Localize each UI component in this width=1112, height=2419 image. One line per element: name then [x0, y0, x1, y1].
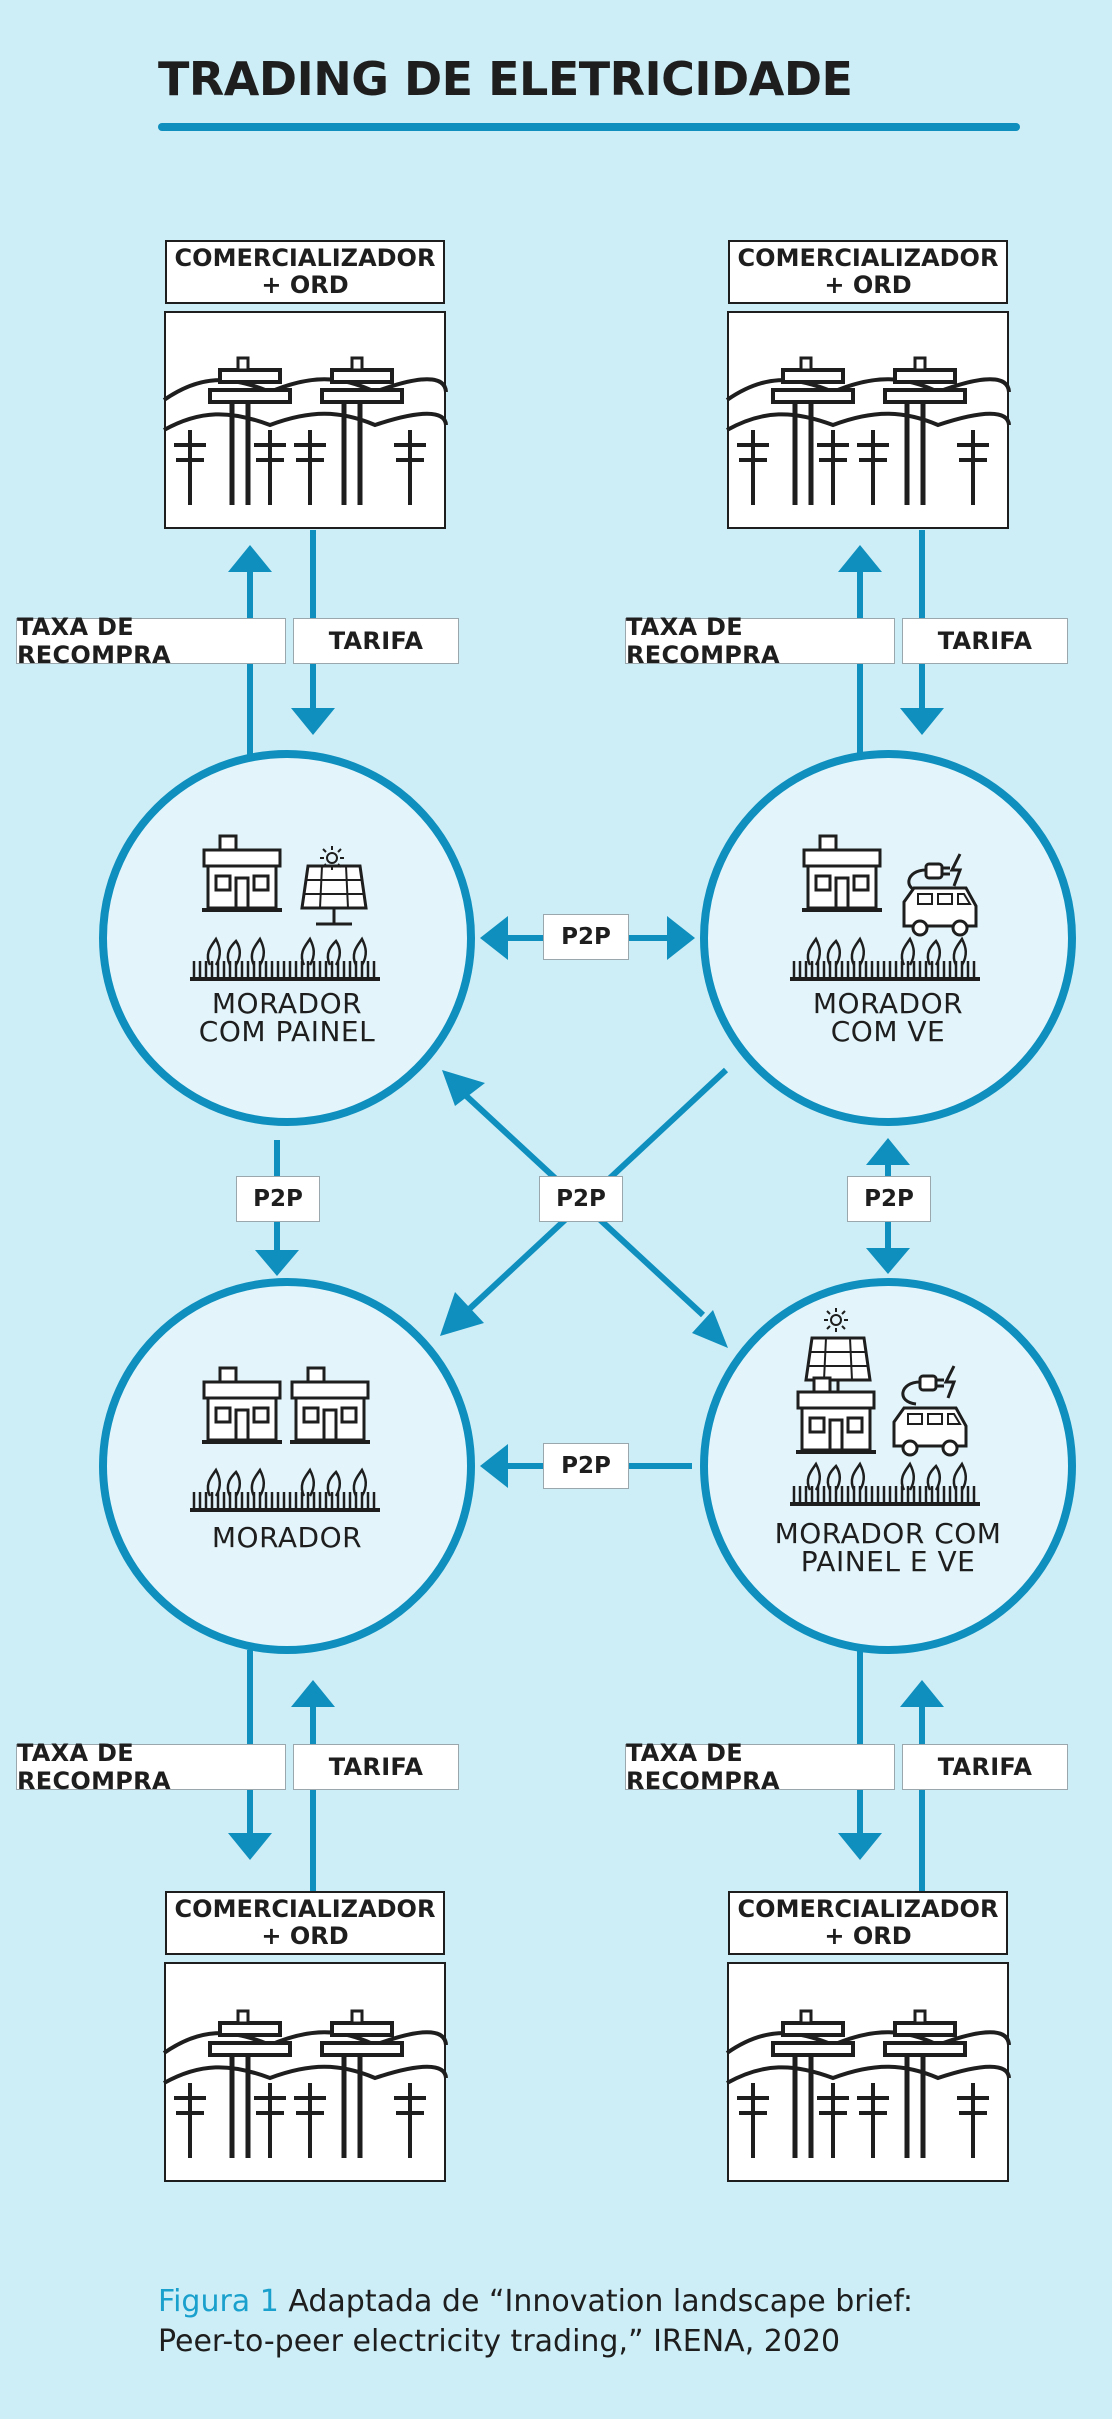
node-label-line: MORADOR [211, 1521, 363, 1554]
arrowhead-tr-buyback [838, 545, 882, 572]
supplier-top-left-label: COMERCIALIZADOR+ ORD [165, 240, 445, 304]
arrowhead-tl-buyback [228, 545, 272, 572]
arrowhead-diag-panelev [692, 1310, 728, 1348]
supplier-role: + ORD [261, 1922, 349, 1950]
arrowhead-p2p-left [255, 1250, 299, 1276]
label-tr-buyback: TAXA DE RECOMPRA [625, 613, 895, 669]
node-label-line: COM VE [830, 1015, 946, 1048]
p2p-label-right: P2P [847, 1176, 931, 1222]
p2p-label-left: P2P [236, 1176, 320, 1222]
arrowhead-p2p-top-left [480, 916, 508, 960]
arrowhead-diag-panel [442, 1070, 485, 1106]
label-bl-buyback: TAXA DE RECOMPRA [16, 1739, 286, 1795]
node-resident-label: MORADOR [147, 1524, 427, 1552]
p2p-label-top: P2P [543, 914, 629, 960]
supplier-name: COMERCIALIZADOR [737, 244, 999, 272]
supplier-bottom-left-grid [164, 1962, 446, 2182]
label-tr-tariff: TARIFA [902, 618, 1068, 664]
arrowhead-p2p-right-down [866, 1248, 910, 1274]
arrowhead-p2p-top-right [667, 916, 695, 960]
arrowhead-diag-resident [440, 1292, 484, 1336]
arrowhead-bl-buyback [228, 1833, 272, 1860]
arrowhead-p2p-right-up [866, 1138, 910, 1165]
caption-figure-number: Figura 1 [158, 2284, 279, 2319]
supplier-bottom-left-label: COMERCIALIZADOR+ ORD [165, 1891, 445, 1955]
supplier-top-left-grid [164, 311, 446, 529]
p2p-label-bottom: P2P [543, 1443, 629, 1489]
node-label-line: MORADOR [812, 987, 964, 1020]
node-ev-circle [700, 750, 1076, 1126]
supplier-role: + ORD [261, 271, 349, 299]
arrowhead-br-tariff [900, 1680, 944, 1707]
node-ev-label: MORADOR COM VE [748, 990, 1028, 1046]
node-label-line: COM PAINEL [198, 1015, 376, 1048]
node-panel-ev-label: MORADOR COM PAINEL E VE [738, 1520, 1038, 1576]
node-label-line: MORADOR [211, 987, 363, 1020]
arrowhead-p2p-bottom [480, 1444, 508, 1488]
node-panel-label: MORADOR COM PAINEL [147, 990, 427, 1046]
figure-caption: Figura 1 Adaptada de “Innovation landsca… [158, 2282, 913, 2362]
supplier-role: + ORD [824, 271, 912, 299]
label-br-buyback: TAXA DE RECOMPRA [625, 1739, 895, 1795]
supplier-name: COMERCIALIZADOR [174, 1895, 436, 1923]
label-tl-buyback: TAXA DE RECOMPRA [16, 613, 286, 669]
arrowhead-tl-tariff [291, 708, 335, 735]
node-label-line: MORADOR COM [774, 1517, 1002, 1550]
title-underline [158, 123, 1020, 131]
label-bl-tariff: TARIFA [293, 1744, 459, 1790]
supplier-top-right-label: COMERCIALIZADOR+ ORD [728, 240, 1008, 304]
supplier-bottom-right-label: COMERCIALIZADOR+ ORD [728, 1891, 1008, 1955]
supplier-top-right-grid [727, 311, 1009, 529]
caption-line-1: Adaptada de “Innovation landscape brief: [288, 2284, 913, 2319]
supplier-name: COMERCIALIZADOR [174, 244, 436, 272]
diagram-title: TRADING DE ELETRICIDADE [158, 52, 853, 106]
node-label-line: PAINEL E VE [800, 1545, 976, 1578]
supplier-name: COMERCIALIZADOR [737, 1895, 999, 1923]
arrowhead-tr-tariff [900, 708, 944, 735]
p2p-label-center: P2P [539, 1176, 623, 1222]
node-panel-ev-circle [700, 1278, 1076, 1654]
node-resident-circle [99, 1278, 475, 1654]
caption-line-2: Peer-to-peer electricity trading,” IRENA… [158, 2324, 841, 2359]
arrowhead-br-buyback [838, 1833, 882, 1860]
supplier-role: + ORD [824, 1922, 912, 1950]
arrowhead-bl-tariff [291, 1680, 335, 1707]
label-br-tariff: TARIFA [902, 1744, 1068, 1790]
label-tl-tariff: TARIFA [293, 618, 459, 664]
supplier-bottom-right-grid [727, 1962, 1009, 2182]
node-panel-circle [99, 750, 475, 1126]
